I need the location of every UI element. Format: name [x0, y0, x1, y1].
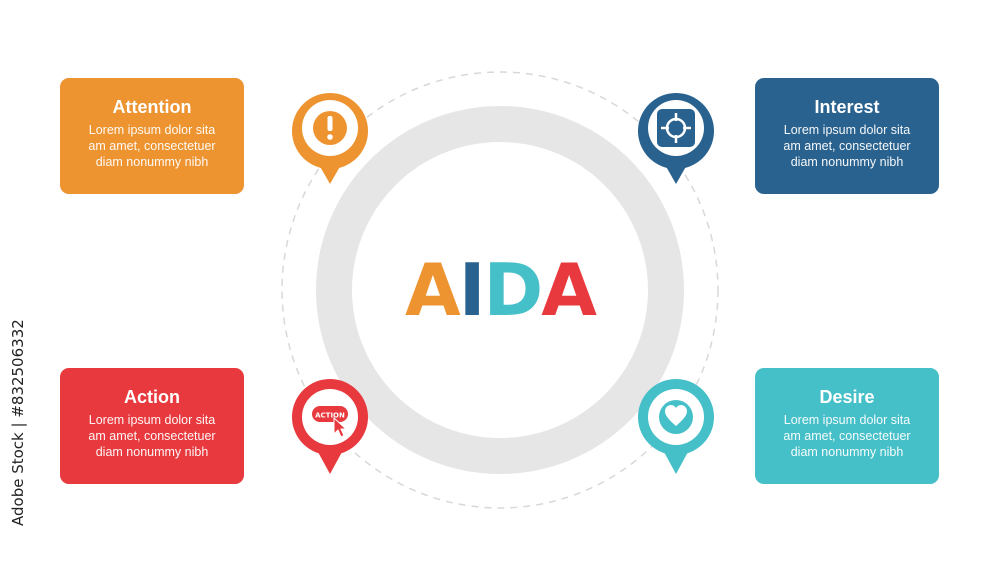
- desire-title: Desire: [819, 387, 875, 407]
- aida-letter: D: [483, 248, 544, 332]
- action-pin: ACTION: [291, 379, 368, 474]
- aida-letter: I: [458, 248, 486, 332]
- aida-letter: A: [541, 248, 597, 332]
- interest-card: Interest Lorem ipsum dolor sita am amet,…: [755, 78, 939, 194]
- desire-body-line: Lorem ipsum dolor sita: [783, 413, 911, 427]
- action-card: Action Lorem ipsum dolor sita am amet, c…: [60, 368, 244, 484]
- desire-body: Lorem ipsum dolor sita am amet, consecte…: [755, 412, 939, 460]
- target-icon: [657, 109, 695, 147]
- aida-letter: A: [404, 248, 461, 332]
- action-body: Lorem ipsum dolor sita am amet, consecte…: [60, 412, 244, 460]
- heart-icon: [665, 405, 687, 426]
- action-button-icon: [312, 406, 348, 422]
- stock-id-watermark: Adobe Stock | #832506332: [9, 319, 27, 526]
- action-button-label: ACTION: [315, 412, 345, 420]
- attention-body-line: Lorem ipsum dolor sita: [88, 123, 216, 137]
- action-body-line: am amet, consectetuer: [88, 429, 216, 443]
- center-ring: [316, 106, 684, 474]
- interest-body-line: diam nonummy nibh: [790, 155, 904, 169]
- attention-body-line: diam nonummy nibh: [95, 155, 209, 169]
- interest-title: Interest: [814, 97, 880, 117]
- attention-pin: [291, 93, 368, 184]
- action-body-line: Lorem ipsum dolor sita: [88, 413, 216, 427]
- desire-card: Desire Lorem ipsum dolor sita am amet, c…: [755, 368, 939, 484]
- interest-body-line: am amet, consectetuer: [783, 139, 911, 153]
- attention-card: Attention Lorem ipsum dolor sita am amet…: [60, 78, 244, 194]
- aida-title: AIDA: [350, 250, 650, 330]
- attention-body: Lorem ipsum dolor sita am amet, consecte…: [60, 122, 244, 170]
- desire-body-line: diam nonummy nibh: [790, 445, 904, 459]
- desire-pin: [637, 379, 714, 474]
- action-title: Action: [124, 387, 180, 407]
- attention-body-line: am amet, consectetuer: [88, 139, 216, 153]
- dashed-orbit-circle: [281, 71, 719, 509]
- interest-pin: [637, 93, 714, 184]
- attention-title: Attention: [112, 97, 192, 117]
- desire-body-line: am amet, consectetuer: [783, 429, 911, 443]
- interest-body-line: Lorem ipsum dolor sita: [783, 123, 911, 137]
- action-body-line: diam nonummy nibh: [95, 445, 209, 459]
- interest-body: Lorem ipsum dolor sita am amet, consecte…: [755, 122, 939, 170]
